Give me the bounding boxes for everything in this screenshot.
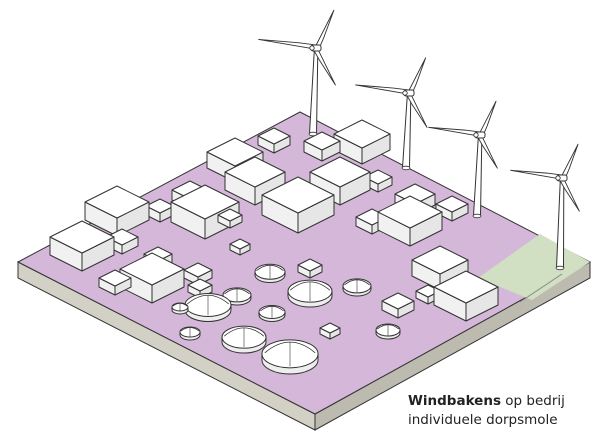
storage-tank [254,263,286,283]
caption: Windbakens op bedrij individuele dorpsmo… [408,392,598,430]
building [98,269,132,296]
turbine-tower [472,138,483,217]
tank-dome-curve [180,327,200,332]
turbine-blade [510,169,563,180]
storage-tank [342,278,372,297]
storage-tank [179,326,201,341]
caption-bold-term: Windbakens [408,393,501,409]
building [229,238,251,256]
building-roof [261,176,335,214]
storage-tank [222,287,252,306]
building-roof [217,208,243,222]
turbine-base [308,131,318,137]
caption-line-1: Windbakens op bedrij [408,392,598,411]
wind-turbine [510,143,580,271]
caption-line-1-rest: op bedrij [500,393,565,409]
building-roof [206,137,264,167]
turbine-tower [401,96,412,169]
building [435,195,469,222]
storage-tank [287,279,333,308]
building [224,156,286,206]
storage-tank [171,302,189,315]
building-roof [411,245,469,275]
building-roof [377,195,443,229]
turbine-hub [309,45,315,51]
building-roof [297,258,323,272]
wind-turbine [258,9,336,137]
building-roof [257,127,291,145]
tank-dome-curve [344,279,370,286]
turbine-blade [258,38,317,50]
tank-dome-curve [187,294,229,305]
turbine-tower [308,51,319,135]
turbine-shadow [519,273,563,303]
building-roof [187,278,213,292]
tank-dome-curve [256,264,284,272]
building-roof [98,269,132,287]
building-roof [145,198,175,214]
building-roof [119,252,185,286]
turbine-blade [560,143,579,180]
building [297,258,323,279]
building-roof [49,220,115,254]
building-roof [333,119,391,149]
turbine-blade [407,57,427,95]
building [381,292,415,319]
buildings-layer [49,119,499,340]
building-roof [229,238,251,250]
wind-turbine [355,57,428,171]
building [433,270,499,322]
storage-tank [261,339,319,375]
turbine-hub [402,90,408,96]
turbine-blade [478,100,497,137]
building-roof [319,322,341,334]
turbine-blade [355,84,410,95]
building [363,169,393,193]
tanks-layer [171,263,401,375]
turbine-blade [428,126,481,137]
tank-dome-curve [289,281,331,291]
turbine-blade [314,9,335,50]
turbine-base [555,265,565,271]
building-roof [183,262,213,278]
building-roof [170,184,240,220]
caption-line-2: individuele dorpsmole [408,412,558,428]
building-roof [84,185,150,219]
building-roof [303,131,341,151]
building [84,185,150,237]
turbine-tower [555,181,565,269]
building [261,176,335,234]
building [309,156,371,206]
storage-tank [375,323,401,340]
tank-dome-curve [260,305,284,312]
storage-tank [258,305,286,322]
turbine-base [401,165,411,171]
building [49,220,115,272]
building-roof [309,156,371,188]
building-roof [433,270,499,304]
building [319,322,341,340]
turbines-layer [258,9,580,271]
tank-dome-curve [376,324,400,330]
building [257,127,291,154]
building [303,131,341,162]
building-roof [381,292,415,310]
turbine-hub [473,132,479,138]
tank-dome-curve [224,288,250,295]
turbine-base [472,213,482,219]
building-roof [435,195,469,213]
wind-turbine [428,100,498,219]
storage-tank [221,325,267,354]
tank-dome-curve [223,327,265,337]
turbine-hub [555,175,561,181]
building [217,208,243,229]
storage-tank [184,292,232,322]
tank-dome-curve [172,302,188,307]
building [377,195,443,247]
building-roof [224,156,286,188]
